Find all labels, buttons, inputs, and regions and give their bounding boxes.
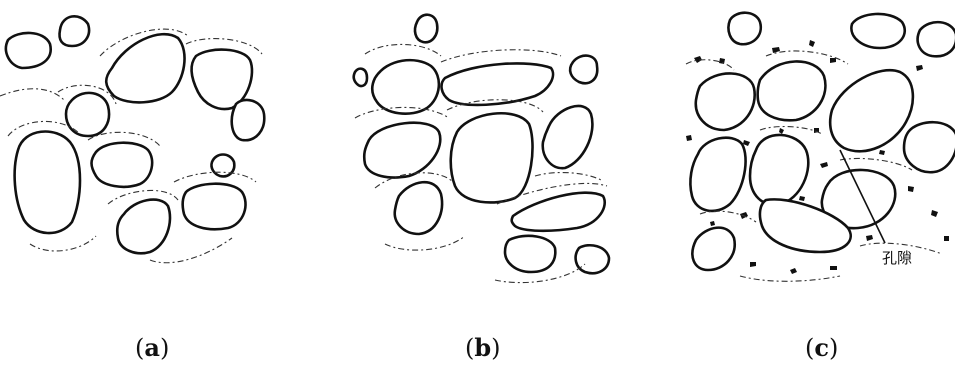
grain	[364, 123, 440, 178]
grain	[60, 16, 90, 46]
panel-a-diagram	[0, 0, 280, 300]
soil-structure-c	[680, 0, 955, 300]
grain	[904, 122, 955, 172]
grain	[918, 22, 955, 56]
caption-c: (c)	[805, 333, 838, 362]
caption-b-letter: b	[474, 333, 491, 362]
grain	[851, 14, 904, 48]
grain	[576, 245, 609, 273]
grain	[543, 106, 593, 168]
grain	[106, 34, 184, 102]
grain	[692, 228, 734, 270]
grain	[232, 100, 265, 140]
grain-outlines	[6, 16, 264, 253]
grain	[372, 60, 439, 114]
caption-a-letter: a	[144, 333, 160, 362]
grain	[570, 56, 597, 84]
caption-c-letter: c	[814, 333, 829, 362]
grain	[183, 184, 246, 230]
grain	[395, 182, 442, 234]
caption-a: (a)	[135, 333, 169, 362]
grain	[758, 61, 826, 120]
grain	[830, 70, 913, 151]
soil-structure-b	[345, 0, 625, 300]
grain	[442, 63, 554, 105]
soil-structure-a	[0, 0, 280, 300]
pore-annotation: 孔隙	[882, 247, 912, 268]
grain	[505, 236, 555, 272]
grain	[92, 143, 153, 187]
grain	[690, 138, 745, 211]
grain	[354, 69, 367, 86]
panel-b-diagram	[345, 0, 625, 300]
grain	[15, 132, 80, 234]
grain	[117, 200, 170, 254]
grain	[415, 15, 437, 43]
grain	[696, 73, 755, 130]
grain-outlines	[690, 13, 955, 270]
grain	[728, 13, 760, 45]
caption-b: (b)	[465, 333, 501, 362]
grain-outlines	[354, 15, 609, 274]
panel-c-diagram	[680, 0, 955, 300]
grain	[750, 135, 808, 205]
grain	[66, 93, 109, 136]
grain	[451, 113, 533, 202]
grain	[512, 193, 605, 231]
grain	[6, 33, 51, 68]
